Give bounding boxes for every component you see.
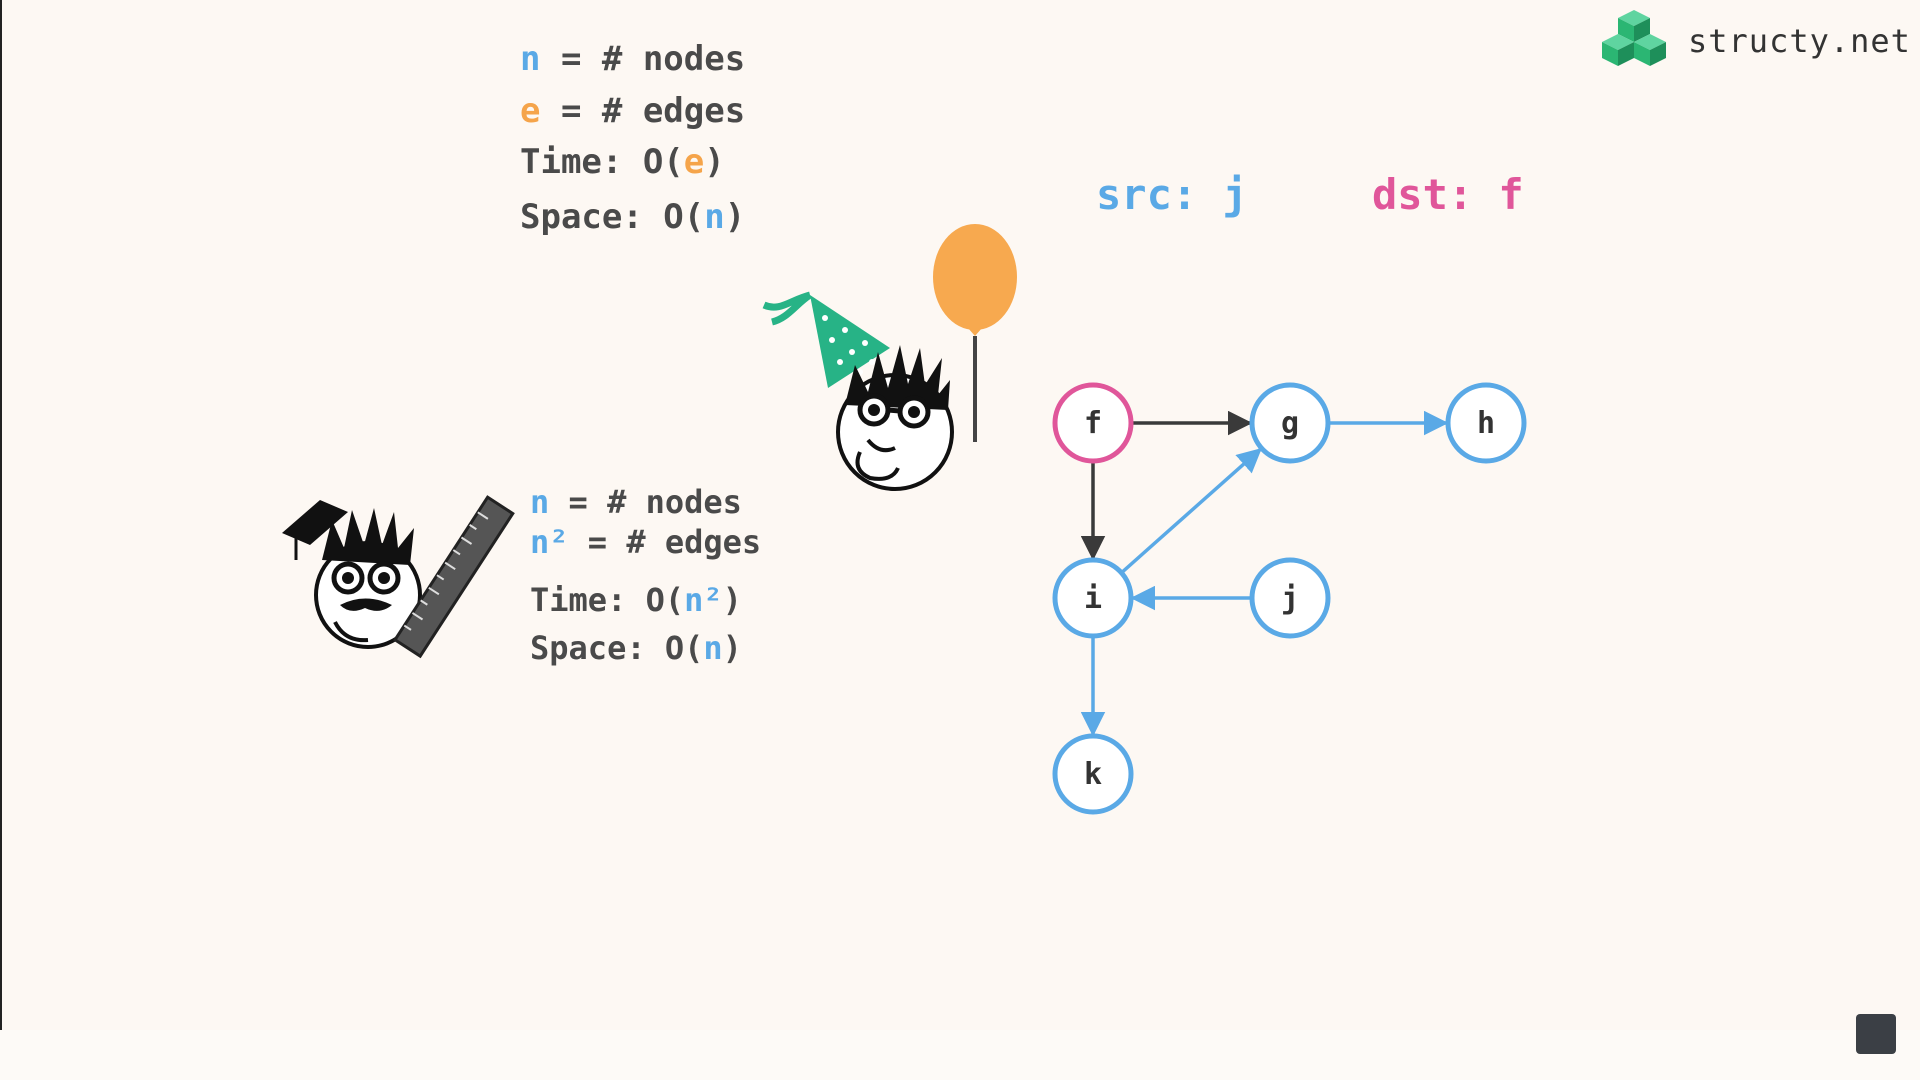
stacked-green-cubes-icon [1602,10,1666,66]
source-label: src: j [1096,170,1248,219]
node-i: i [1052,557,1134,639]
node-j: j [1249,557,1331,639]
edge-i-g [1120,447,1262,575]
space-complexity: Space: O(n) [530,629,742,667]
node-circle [1052,733,1134,815]
nodes-definition: n = # nodes [530,483,742,521]
node-label: h [1477,406,1495,441]
node-label: k [1084,757,1102,792]
node-label: f [1084,406,1102,441]
space-complexity: Space: O(n) [520,197,746,237]
node-f: f [1052,382,1134,464]
edges-definition: n² = # edges [530,523,762,561]
party-character-illustration [762,224,1017,491]
edges-definition: e = # edges [520,91,746,131]
balloon-icon [933,224,1017,330]
worst-case-complexity: n = # nodes n² = # edges Time: O(n²) Spa… [530,0,761,664]
party-hat-icon [810,295,890,388]
graduation-cap-icon [282,500,348,545]
adjacency-list-complexity: n = # nodes e = # edges Time: O(e) Space… [520,0,745,234]
graduate-character-illustration [282,495,515,659]
node-circle [1052,382,1134,464]
brand[interactable]: structy.net [1598,8,1911,74]
node-circle [1249,557,1331,639]
node-circle [1249,382,1331,464]
bottom-band [0,1030,1920,1080]
nodes-definition: n = # nodes [520,39,746,79]
destination-label: dst: f [1372,170,1524,219]
node-label: i [1084,581,1102,616]
subscribe-badge-icon[interactable] [1856,1014,1896,1054]
node-g: g [1249,382,1331,464]
ruler-icon [392,495,515,659]
node-circle [1445,382,1527,464]
node-k: k [1052,733,1134,815]
graph-nodes: f g h i j k [1052,382,1527,815]
graph-edges [1080,410,1449,737]
brand-name: structy.net [1688,22,1911,60]
time-complexity: Time: O(n²) [530,581,742,619]
node-label: g [1281,406,1299,441]
node-h: h [1445,382,1527,464]
node-circle [1052,557,1134,639]
left-edge-line [0,0,2,1030]
node-label: j [1281,581,1299,616]
time-complexity: Time: O(e) [520,142,725,182]
